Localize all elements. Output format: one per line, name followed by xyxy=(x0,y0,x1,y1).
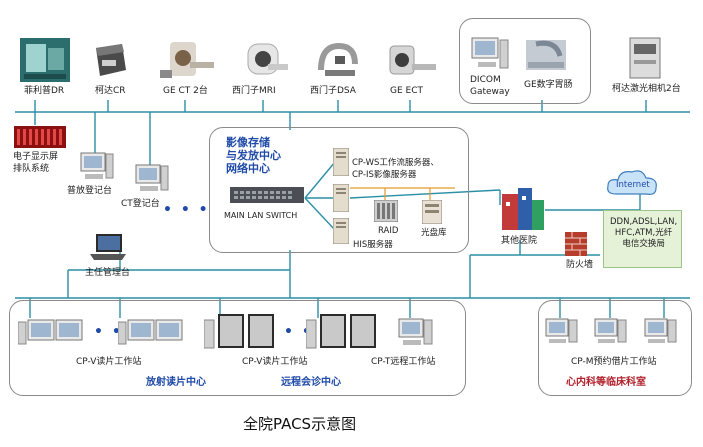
his-server-label: HIS服务器 xyxy=(353,240,393,250)
optical-library-label: 光盘库 xyxy=(421,228,447,238)
ct-register-label: CT登记台 xyxy=(121,199,160,209)
pufang-register-computer-icon xyxy=(80,152,114,179)
other-hospital-building-icon xyxy=(502,188,544,230)
ge-gi-label: GE数字胃肠 xyxy=(524,80,573,90)
epaper-display-icon xyxy=(14,126,66,148)
firewall-icon xyxy=(565,232,587,256)
reading-group-box xyxy=(9,300,466,396)
cpv1-workstation-right-icon xyxy=(118,319,183,345)
kodak-laser-label: 柯达激光相机2台 xyxy=(612,84,681,94)
gateway-group-box xyxy=(459,18,591,104)
dicom-gateway-computer-icon xyxy=(471,37,509,69)
director-console-label: 主任管理台 xyxy=(85,268,131,278)
siemens-mri-label: 西门子MRI xyxy=(232,86,276,96)
ge-ct-label: GE CT 2台 xyxy=(163,86,208,96)
his-server-tower-icon xyxy=(333,218,349,244)
storage-lines xyxy=(350,187,455,200)
ws-server-label: CP-WS工作流服务器、 CP-IS影像服务器 xyxy=(352,158,439,180)
philips-dr-device-icon xyxy=(20,38,70,82)
telecom-exchange-label: DDN,ADSL,LAN, HFC,ATM,光纤 电信交换局 xyxy=(610,217,678,249)
clinic-group-box xyxy=(538,300,692,396)
clinic-departments-label: 心内科等临床科室 xyxy=(566,377,646,388)
ws-server-tower-icon xyxy=(333,148,349,176)
raid-label: RAID xyxy=(378,226,399,236)
main-lan-switch-label: MAIN LAN SWITCH xyxy=(224,211,298,220)
cpv1-workstation-left-icon xyxy=(18,319,83,345)
cpt-label: CP-T远程工作站 xyxy=(371,357,436,367)
cpm-label: CP-M预约借片工作站 xyxy=(571,357,657,367)
cpm-workstation-3-icon xyxy=(644,318,677,343)
siemens-dsa-label: 西门子DSA xyxy=(310,86,356,96)
storage-center-title: 影像存储 与发放中心 网络中心 xyxy=(226,136,281,175)
ct-register-computer-icon xyxy=(135,164,169,191)
other-hospital-label: 其他医院 xyxy=(501,236,538,246)
cpm-workstation-2-icon xyxy=(594,318,627,343)
internet-label: Internet xyxy=(616,180,650,190)
cpv2-label: CP-V读片工作站 xyxy=(242,357,308,367)
center-group-box xyxy=(209,127,469,253)
bottom-ellipsis-1: • • • xyxy=(94,324,141,340)
telecom-exchange-box xyxy=(603,210,682,268)
laptop-icon xyxy=(90,234,126,260)
kodak-laser-camera-icon xyxy=(629,37,661,79)
ge-digital-gi-device-icon xyxy=(526,40,566,70)
firewall-label: 防火墙 xyxy=(566,260,594,270)
siemens-mri-device-icon xyxy=(247,43,288,75)
cpt-workstation-icon xyxy=(398,318,433,345)
mid-server-tower-icon xyxy=(333,184,349,212)
remote-consultation-center-label: 远程会诊中心 xyxy=(281,377,341,388)
cpv2-workstation-right-icon xyxy=(306,314,376,349)
siemens-dsa-device-icon xyxy=(318,42,358,76)
radiology-reading-center-label: 放射读片中心 xyxy=(146,377,206,388)
epaper-queue-label: 电子显示屏 排队系统 xyxy=(13,152,59,174)
kodak-cr-label: 柯达CR xyxy=(95,86,126,96)
philips-dr-label: 菲利普DR xyxy=(24,86,65,96)
left-ellipsis: • • • xyxy=(163,202,210,218)
main-lan-switch-icon xyxy=(230,187,304,203)
ge-ct-device-icon xyxy=(160,42,214,78)
pufang-register-label: 普放登记台 xyxy=(67,186,113,196)
ge-ect-label: GE ECT xyxy=(390,86,423,96)
cpm-workstation-1-icon xyxy=(545,318,578,343)
cpv1-label: CP-V读片工作站 xyxy=(76,357,142,367)
diagram-caption: 全院PACS示意图 xyxy=(243,415,357,433)
cpv2-workstation-left-icon xyxy=(204,314,274,349)
internet-cloud-icon xyxy=(607,170,657,195)
kodak-cr-device-icon xyxy=(96,44,126,76)
raid-storage-icon xyxy=(374,200,398,222)
ge-ect-device-icon xyxy=(389,45,436,75)
optical-library-icon xyxy=(422,200,442,224)
dicom-gateway-label: DICOM Gateway xyxy=(470,75,510,97)
